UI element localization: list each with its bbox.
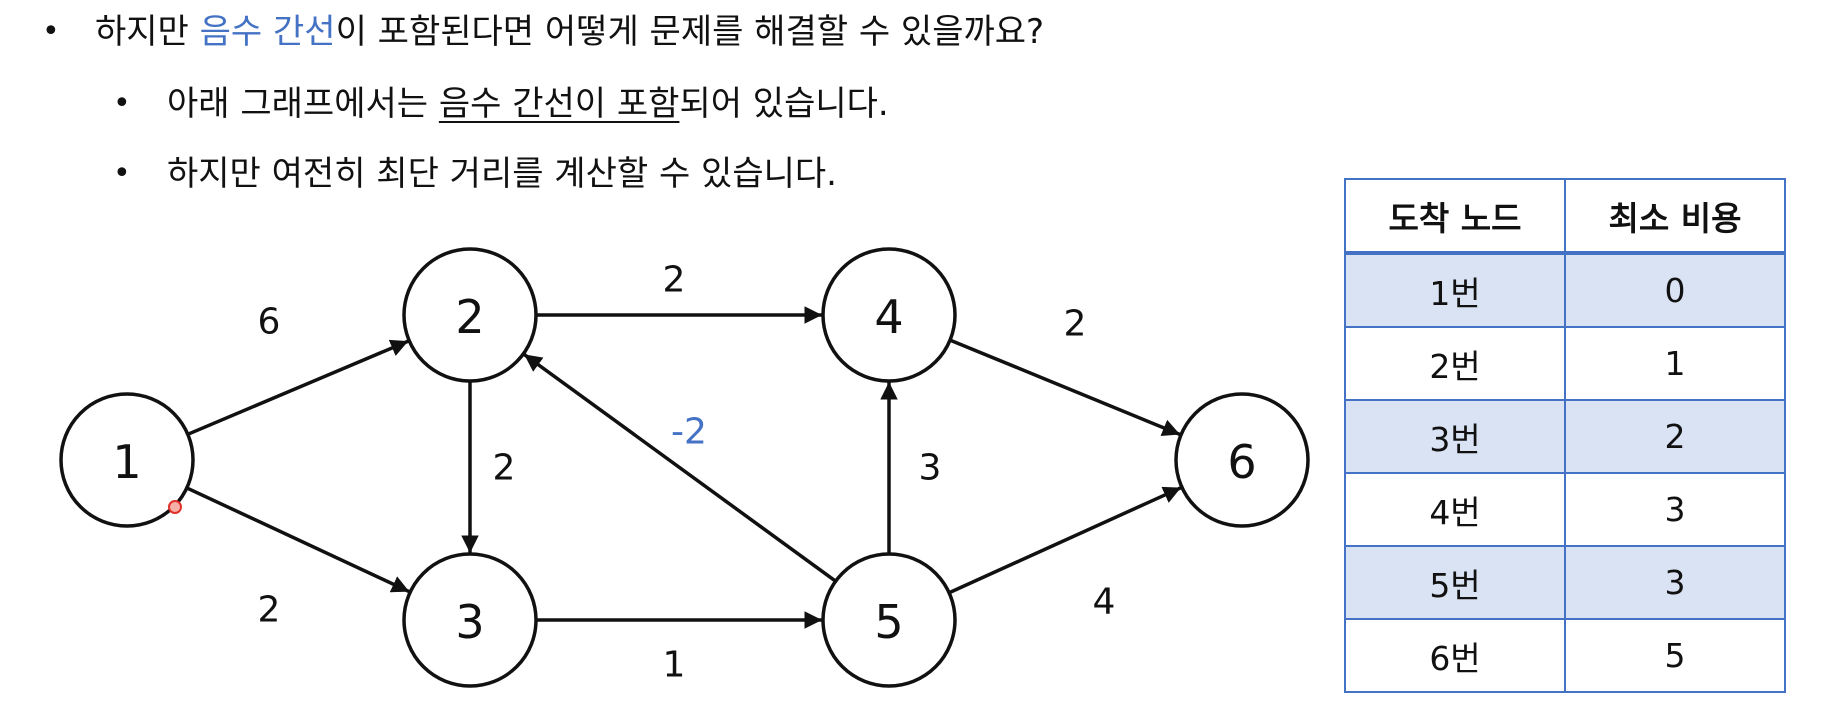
shortest-distance-table: 도착 노드 최소 비용 1번 0 2번 1 3번 2 4번 3 5번 3 6번 …	[1344, 178, 1786, 693]
node-label-4: 4	[874, 290, 903, 344]
main-question-prefix: 하지만	[95, 12, 200, 52]
node-label-5: 5	[874, 595, 903, 649]
negative-edge-highlight: 음수 간선	[199, 12, 336, 52]
row-cost: 1	[1564, 326, 1786, 401]
sub-bullet-marker-1: •	[113, 86, 131, 121]
main-question: 하지만 음수 간선이 포함된다면 어떻게 문제를 해결할 수 있을까요?	[95, 12, 1044, 52]
cursor-marker	[168, 500, 182, 514]
row-node: 2번	[1344, 326, 1566, 401]
graph-diagram: 6 2 2 2 1 -2 3 2 4 1 2 3 4 5 6	[59, 247, 1310, 688]
edge-weight-2-to-4: 2	[663, 260, 686, 301]
row-cost: 3	[1564, 472, 1786, 547]
row-cost: 3	[1564, 545, 1786, 620]
row-node: 5번	[1344, 545, 1566, 620]
header-minimum-cost: 최소 비용	[1564, 178, 1786, 255]
row-node: 6번	[1344, 618, 1566, 693]
node-1	[59, 392, 195, 528]
edge-5-to-2	[523, 353, 837, 583]
header-destination-node: 도착 노드	[1344, 178, 1566, 255]
sub-bullet-marker-2: •	[113, 156, 131, 191]
node-label-2: 2	[455, 290, 484, 344]
table-row: 2번 1	[1344, 326, 1786, 401]
edge-weight-1-to-3: 2	[258, 590, 281, 631]
edge-5-to-6	[948, 486, 1182, 595]
row-cost: 5	[1564, 618, 1786, 693]
edge-weight-4-to-6: 2	[1064, 304, 1087, 345]
edge-weight-1-to-2: 6	[258, 302, 281, 343]
sub-bullet-1-suffix: 되어 있습니다.	[679, 84, 889, 124]
table-row: 6번 5	[1344, 618, 1786, 693]
nodes-layer: 1 2 3 4 5 6	[59, 247, 1310, 688]
row-cost: 2	[1564, 399, 1786, 474]
sub-bullet-1-prefix: 아래 그래프에서는	[167, 84, 439, 124]
node-5	[821, 552, 957, 688]
table-row: 1번 0	[1344, 252, 1786, 328]
node-3	[402, 552, 538, 688]
row-node: 3번	[1344, 399, 1566, 474]
sub-bullet-1-underlined: 음수 간선이 포함	[438, 84, 680, 124]
edge-weight-5-to-6: 4	[1093, 582, 1116, 623]
sub-bullet-2: 하지만 여전히 최단 거리를 계산할 수 있습니다.	[167, 154, 837, 194]
row-cost: 0	[1564, 252, 1786, 328]
sub-bullet-1: 아래 그래프에서는 음수 간선이 포함되어 있습니다.	[167, 84, 889, 124]
edge-weight-3-to-5: 1	[663, 645, 686, 686]
row-node: 4번	[1344, 472, 1566, 547]
node-4	[821, 247, 957, 383]
edge-weight-5-to-2: -2	[671, 412, 707, 453]
edges-layer: 6 2 2 2 1 -2 3 2 4	[186, 260, 1182, 686]
edge-weight-2-to-3: 2	[493, 448, 516, 489]
node-label-1: 1	[112, 435, 141, 489]
edge-1-to-2	[187, 339, 409, 436]
edge-1-to-3	[186, 486, 411, 594]
table-row: 4번 3	[1344, 472, 1786, 547]
node-label-6: 6	[1227, 435, 1256, 489]
node-6	[1174, 392, 1310, 528]
bullet-marker: •	[42, 14, 60, 49]
row-node: 1번	[1344, 252, 1566, 328]
edge-weight-5-to-4: 3	[919, 448, 942, 489]
node-label-3: 3	[455, 595, 484, 649]
table-row: 3번 2	[1344, 399, 1786, 474]
edge-4-to-6	[949, 338, 1181, 437]
table-header-row: 도착 노드 최소 비용	[1344, 178, 1786, 255]
main-question-suffix: 이 포함된다면 어떻게 문제를 해결할 수 있을까요?	[335, 12, 1045, 52]
table-row: 5번 3	[1344, 545, 1786, 620]
node-2	[402, 247, 538, 383]
